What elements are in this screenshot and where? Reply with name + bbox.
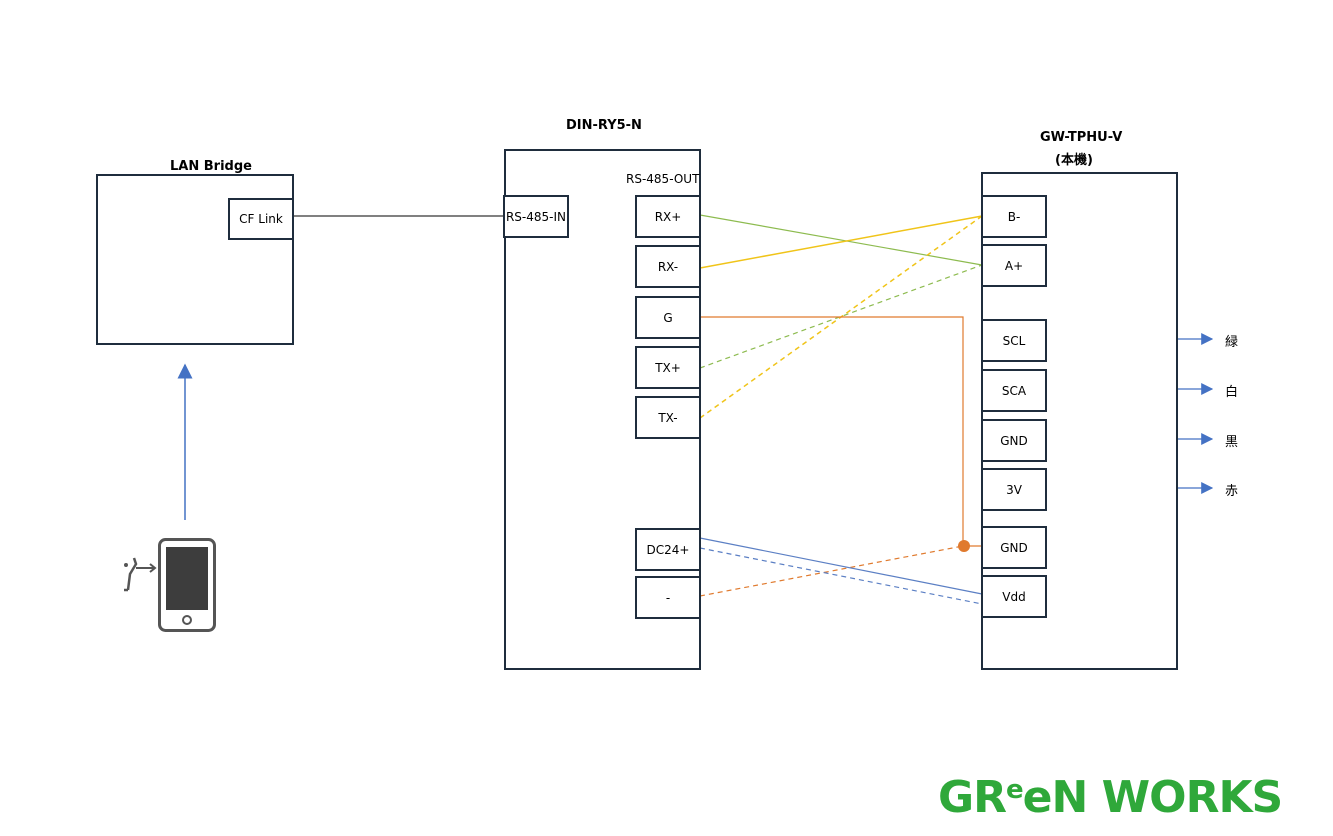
gw-pin-vdd: Vdd [981,575,1047,618]
din-pin-txm: TX- [635,396,701,439]
gw-pin-bm: B- [981,195,1047,238]
smartphone-icon [158,538,216,632]
tap-gesture-icon [124,557,157,592]
output-label-red: 赤 [1225,484,1239,499]
gw-pin-gnd1: GND [981,419,1047,462]
dc24-to-vdd-dashed-wire [699,547,983,605]
din-pin-minus: - [635,576,701,619]
g-to-gnd-wire [700,316,964,546]
output-label-white: 白 [1225,385,1239,400]
din-in-port: RS-485-IN [503,195,569,238]
din-title: DIN-RY5-N [566,118,642,133]
din-pin-dc24: DC24+ [635,528,701,571]
cf-link-port: CF Link [228,198,294,240]
gw-pin-sca: SCA [981,369,1047,412]
gw-title: GW-TPHU-V [1040,130,1123,145]
greenworks-logo: GReeN WORKS [938,772,1283,823]
gw-pin-gnd2: GND [981,526,1047,569]
din-pin-rxp: RX+ [635,195,701,238]
gw-pin-3v: 3V [981,468,1047,511]
din-pin-g: G [635,296,701,339]
output-label-green: 緑 [1225,335,1239,350]
din-pin-rxm: RX- [635,245,701,288]
gw-pin-scl: SCL [981,319,1047,362]
rxp-to-ap-wire [699,214,983,266]
minus-to-gnd-wire [699,545,964,597]
rxm-to-bm-wire [699,215,983,269]
lan-bridge-title: LAN Bridge [170,159,252,174]
junction-dot [958,540,970,552]
gw-pin-ap: A+ [981,244,1047,287]
gw-subtitle: (本機) [1055,153,1093,168]
dc24-to-vdd-wire [699,537,983,595]
din-out-label: RS-485-OUT [626,172,700,186]
output-label-black: 黒 [1225,435,1239,450]
din-pin-txp: TX+ [635,346,701,389]
